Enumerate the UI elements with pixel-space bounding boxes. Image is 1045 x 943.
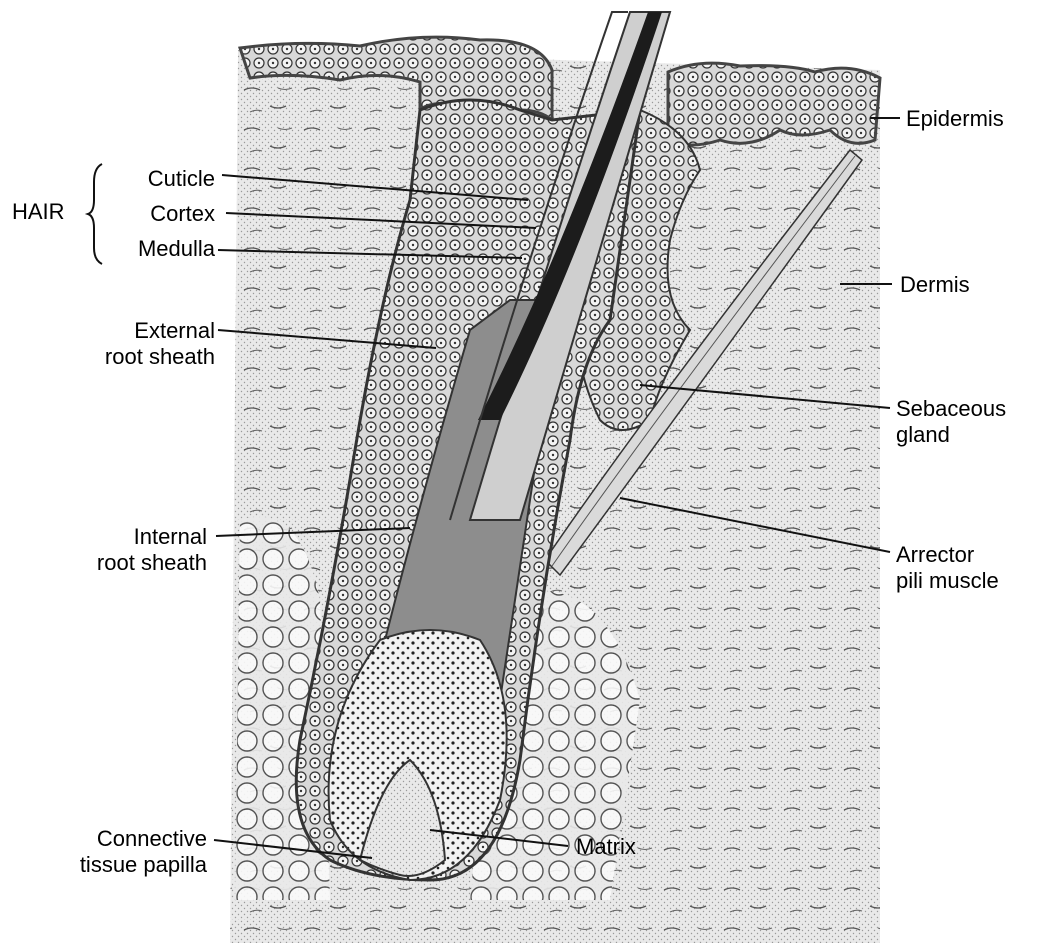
label-epidermis: Epidermis <box>906 106 1004 132</box>
label-dermis: Dermis <box>900 272 970 298</box>
label-medulla: Medulla <box>138 236 215 262</box>
hair-group-brace <box>88 164 102 264</box>
label-connective-tissue-papilla-line1: Connective <box>80 826 207 852</box>
label-connective-tissue-papilla-line2: tissue papilla <box>80 852 207 878</box>
label-cuticle: Cuticle <box>148 166 215 192</box>
label-sebaceous-gland-line1: Sebaceous <box>896 396 1006 422</box>
label-matrix: Matrix <box>576 834 636 860</box>
label-arrector-pili-muscle: Arrector pili muscle <box>896 542 999 594</box>
label-external-root-sheath-line2: root sheath <box>105 344 215 370</box>
label-external-root-sheath-line1: External <box>105 318 215 344</box>
label-arrector-pili-muscle-line1: Arrector <box>896 542 999 568</box>
label-sebaceous-gland-line2: gland <box>896 422 1006 448</box>
hair-group-label: HAIR <box>12 199 65 225</box>
label-arrector-pili-muscle-line2: pili muscle <box>896 568 999 594</box>
label-internal-root-sheath-line1: Internal <box>97 524 207 550</box>
label-internal-root-sheath: Internal root sheath <box>97 524 207 576</box>
label-internal-root-sheath-line2: root sheath <box>97 550 207 576</box>
label-cortex: Cortex <box>150 201 215 227</box>
label-connective-tissue-papilla: Connective tissue papilla <box>80 826 207 878</box>
label-sebaceous-gland: Sebaceous gland <box>896 396 1006 448</box>
label-external-root-sheath: External root sheath <box>105 318 215 370</box>
epidermis-layer-right <box>668 63 880 145</box>
